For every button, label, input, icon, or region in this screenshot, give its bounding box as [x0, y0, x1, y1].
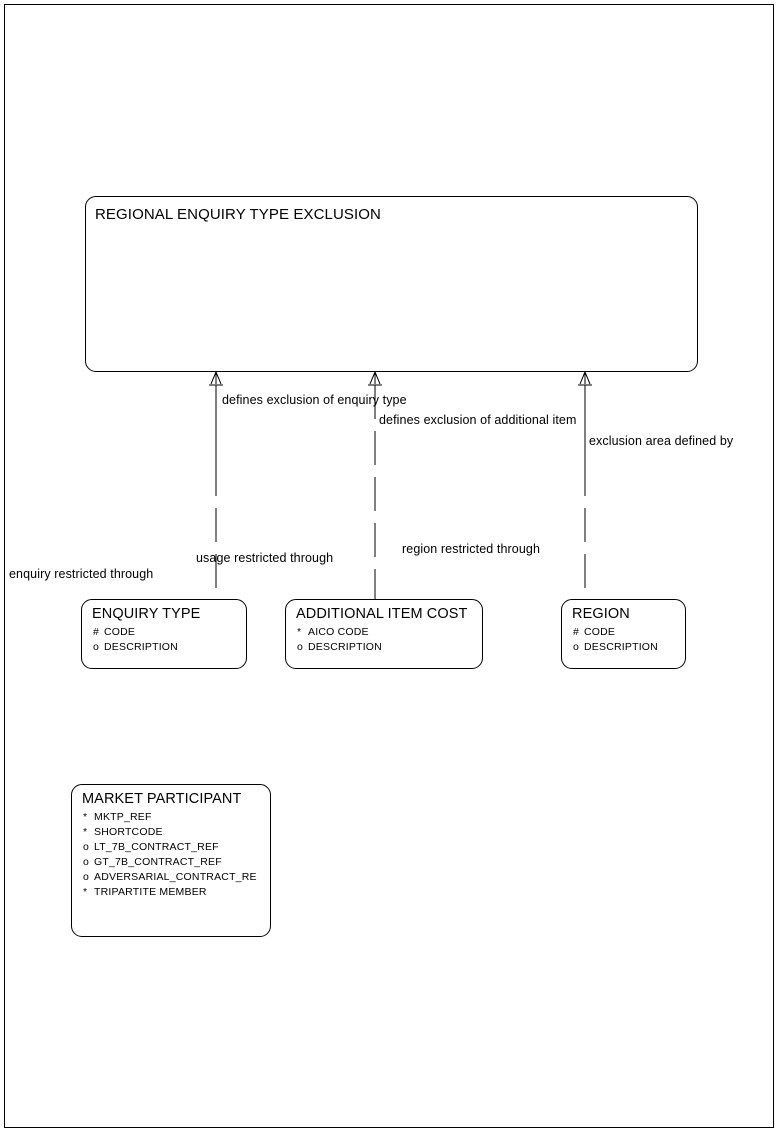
attribute-marker: o [297, 641, 304, 653]
entity-title: ADDITIONAL ITEM COST [296, 606, 468, 622]
attribute-marker: o [83, 841, 90, 853]
relationship-label-defines-exclusion-of-enquiry-type: defines exclusion of enquiry type [222, 393, 407, 407]
entity-title: ENQUIRY TYPE [92, 606, 201, 622]
attribute-label: AICO CODE [308, 626, 369, 638]
attribute-row: # CODE [573, 625, 779, 640]
attribute-label: ADVERSARIAL_CONTRACT_RE [94, 871, 257, 883]
attribute-marker: o [83, 856, 90, 868]
entity-region[interactable]: REGION # CODE o DESCRIPTION [561, 599, 686, 669]
attribute-marker: * [83, 886, 88, 898]
attribute-list: # CODE o DESCRIPTION [93, 625, 493, 655]
attribute-marker: # [93, 626, 100, 638]
entity-market-participant[interactable]: MARKET PARTICIPANT *MKTP_REF *SHORTCODE … [71, 784, 271, 937]
entity-title: REGION [572, 606, 630, 622]
attribute-row: * AICO CODE [297, 625, 697, 640]
attribute-row: o DESCRIPTION [297, 640, 697, 655]
attribute-label: MKTP_REF [94, 811, 152, 823]
relationship-label-enquiry-restricted-through: enquiry restricted through [9, 567, 154, 581]
attribute-row: * TRIPARTITE MEMBER [83, 885, 483, 900]
attribute-marker: * [83, 811, 88, 823]
attribute-marker: o [573, 641, 580, 653]
attribute-label: CODE [104, 626, 136, 638]
attribute-label: TRIPARTITE MEMBER [94, 886, 207, 898]
entity-enquiry-type[interactable]: ENQUIRY TYPE # CODE o DESCRIPTION [81, 599, 247, 669]
attribute-label: DESCRIPTION [104, 641, 178, 653]
entity-title: MARKET PARTICIPANT [82, 791, 242, 807]
attribute-list: * AICO CODE o DESCRIPTION [297, 625, 697, 655]
attribute-row: * SHORTCODE [83, 825, 483, 840]
attribute-row: o ADVERSARIAL_CONTRACT_RE [83, 870, 483, 885]
attribute-row: o LT_7B_CONTRACT_REF [83, 840, 483, 855]
attribute-list: * MKTP_REF * SHORTCODE o LT_7B_CONTRACT_REF… [83, 810, 483, 900]
attribute-row: o GT_7B_CONTRACT_REF [83, 855, 483, 870]
attribute-marker: o [83, 871, 90, 883]
attribute-row: * MKTP_REF [83, 810, 483, 825]
relationship-label-defines-exclusion-of-additional-item: defines exclusion of additional item [379, 413, 577, 427]
relationship-line-region [578, 371, 592, 599]
attribute-row: o DESCRIPTION [93, 640, 493, 655]
relationship-label-exclusion-area-defined-by: exclusion area defined by [589, 434, 734, 448]
attribute-row: o DESCRIPTION [573, 640, 779, 655]
relationship-label-region-restricted-through: region restricted through [402, 542, 540, 556]
attribute-marker: # [573, 626, 580, 638]
attribute-marker: * [83, 826, 88, 838]
relationship-label-usage-restricted-through: usage restricted through [196, 551, 334, 565]
entity-title: REGIONAL ENQUIRY TYPE EXCLUSION [95, 206, 381, 223]
attribute-marker: o [93, 641, 100, 653]
attribute-label: GT_7B_CONTRACT_REF [94, 856, 222, 868]
entity-regional-enquiry-type-exclusion[interactable]: REGIONAL ENQUIRY TYPE EXCLUSION [85, 196, 698, 372]
attribute-label: DESCRIPTION [308, 641, 382, 653]
relationship-line-enquiry-type [209, 371, 223, 599]
attribute-list: # CODE o DESCRIPTION [573, 625, 779, 655]
attribute-label: CODE [584, 626, 616, 638]
attribute-label: SHORTCODE [94, 826, 163, 838]
attribute-label: DESCRIPTION [584, 641, 658, 653]
attribute-row: # CODE [93, 625, 493, 640]
relationship-line-additional-item-cost [368, 371, 382, 599]
attribute-label: LT_7B_CONTRACT_REF [94, 841, 219, 853]
entity-additional-item-cost[interactable]: ADDITIONAL ITEM COST * AICO CODE o DESCRIP… [285, 599, 483, 669]
attribute-marker: * [297, 626, 302, 638]
